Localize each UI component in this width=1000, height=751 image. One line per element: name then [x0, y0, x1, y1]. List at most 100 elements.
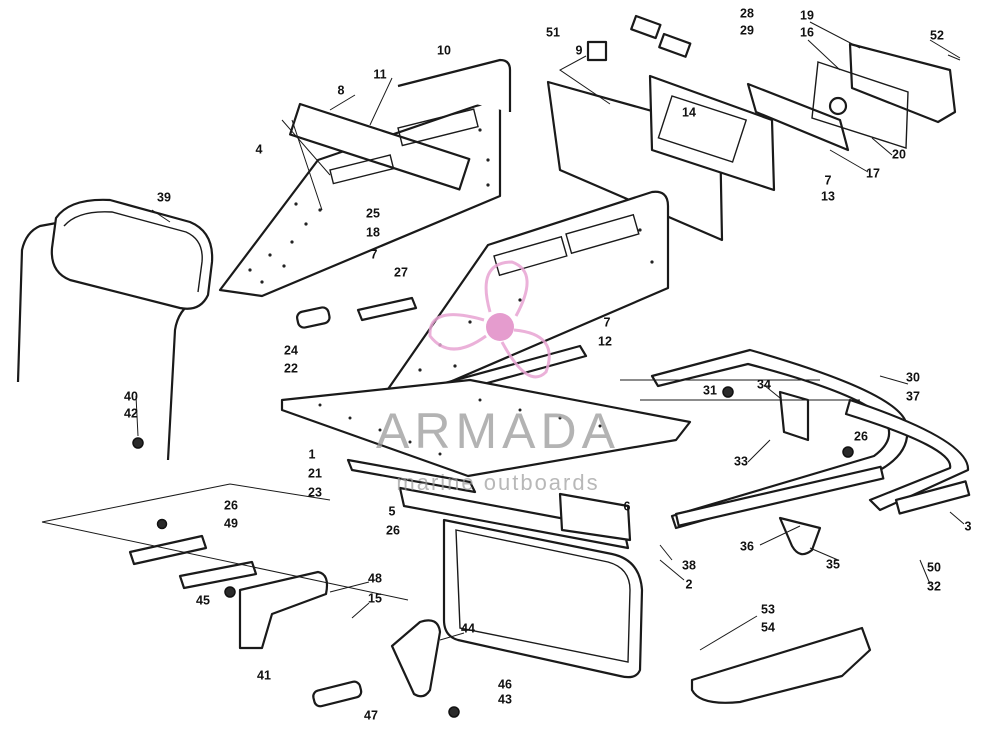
callout-33: 33 — [734, 454, 748, 468]
callout-28: 28 — [740, 6, 754, 20]
callout-53: 53 — [761, 602, 775, 616]
propeller-logo-icon — [428, 260, 551, 379]
nut-26-right — [842, 446, 854, 458]
reflector-51 — [586, 40, 608, 62]
callout-31: 31 — [703, 383, 717, 397]
tail-light-assembly — [746, 42, 957, 152]
callout-32: 32 — [927, 579, 941, 593]
callout-13: 13 — [821, 189, 835, 203]
floor-panel — [280, 296, 692, 494]
callout-52: 52 — [930, 28, 944, 42]
callout-15: 15 — [368, 591, 382, 605]
door-hinge-rail — [398, 486, 630, 550]
callout-36: 36 — [740, 539, 754, 553]
backrest-pad-seam — [63, 211, 203, 293]
left-panel-slot-2 — [329, 154, 395, 185]
left-side-panel — [218, 102, 502, 298]
callout-34: 34 — [757, 377, 771, 391]
callout-50: 50 — [927, 560, 941, 574]
callout-37: 37 — [906, 389, 920, 403]
callout-9: 9 — [576, 43, 583, 57]
backrest-assembly — [16, 198, 214, 461]
bracket-35 — [778, 516, 822, 556]
lens-29 — [658, 32, 692, 58]
backrest-pad — [50, 198, 214, 310]
back-panel — [546, 14, 776, 242]
callout-51: 51 — [546, 25, 560, 39]
callout-19: 19 — [800, 8, 814, 22]
callout-26: 26 — [224, 498, 238, 512]
callout-18: 18 — [366, 225, 380, 239]
back-panel-frame — [648, 74, 776, 192]
callout-22: 22 — [284, 361, 298, 375]
callout-17: 17 — [866, 166, 880, 180]
left-panel-slot — [397, 108, 479, 147]
handle-grip-44 — [390, 619, 442, 698]
callout-25: 25 — [366, 206, 380, 220]
callout-26: 26 — [386, 523, 400, 537]
tail-light-bezel — [746, 82, 850, 152]
watermark-brand: ARMADA — [376, 403, 620, 459]
tail-light-housing — [848, 42, 957, 124]
leader-lines — [41, 21, 965, 651]
callout-24: 24 — [284, 343, 298, 357]
callout-23: 23 — [308, 485, 322, 499]
bracket-34 — [778, 390, 810, 442]
callout-27: 27 — [394, 265, 408, 279]
callout-8: 8 — [338, 83, 345, 97]
callout-35: 35 — [826, 557, 840, 571]
door-frame-inner — [455, 529, 631, 663]
nut-45 — [224, 586, 236, 598]
callout-30: 30 — [906, 370, 920, 384]
callout-6: 6 — [624, 499, 631, 513]
callout-29: 29 — [740, 23, 754, 37]
washer-46 — [448, 706, 460, 718]
callout-43: 43 — [498, 692, 512, 706]
plate-49a — [128, 534, 208, 566]
callout-5: 5 — [389, 504, 396, 518]
bracket-27 — [356, 296, 418, 322]
callout-2: 2 — [686, 577, 693, 591]
callout-4: 4 — [256, 142, 263, 156]
callout-48: 48 — [368, 571, 382, 585]
callout-3: 3 — [965, 519, 972, 533]
backrest-frame-right-leg — [166, 296, 206, 461]
bracket-48 — [238, 570, 329, 650]
floor-body — [280, 378, 692, 478]
callout-7: 7 — [371, 247, 378, 261]
right-frame-assembly — [650, 348, 971, 556]
front-door-assembly — [398, 486, 644, 679]
callout-12: 12 — [598, 334, 612, 348]
callout-38: 38 — [682, 558, 696, 572]
floor-runner-21 — [346, 458, 477, 494]
callout-49: 49 — [224, 516, 238, 530]
back-panel-window — [657, 95, 748, 163]
plate-49b — [178, 560, 258, 590]
tail-light-gasket — [811, 61, 909, 149]
callout-54: 54 — [761, 620, 775, 634]
callout-16: 16 — [800, 25, 814, 39]
callout-21: 21 — [308, 466, 322, 480]
handle-bar-10 — [397, 58, 512, 112]
callout-46: 46 — [498, 677, 512, 691]
nut-31 — [722, 386, 734, 398]
callout-39: 39 — [157, 190, 171, 204]
tail-light-bulb — [828, 96, 848, 116]
callout-40: 40 — [124, 389, 138, 403]
callout-7: 7 — [604, 315, 611, 329]
backrest-frame-left-leg — [16, 220, 63, 383]
callout-42: 42 — [124, 406, 138, 420]
callout-10: 10 — [437, 43, 451, 57]
callout-44: 44 — [461, 621, 475, 635]
callout-1: 1 — [309, 447, 316, 461]
lower-left-hardware — [128, 518, 872, 718]
reflector-strip-3 — [894, 480, 971, 515]
center-panel-slot-2 — [565, 213, 640, 255]
side-rail-37 — [844, 398, 970, 512]
mud-flap-54 — [690, 626, 872, 704]
step-pad-47 — [312, 680, 363, 708]
backrest-nut — [132, 437, 144, 449]
callout-45: 45 — [196, 593, 210, 607]
